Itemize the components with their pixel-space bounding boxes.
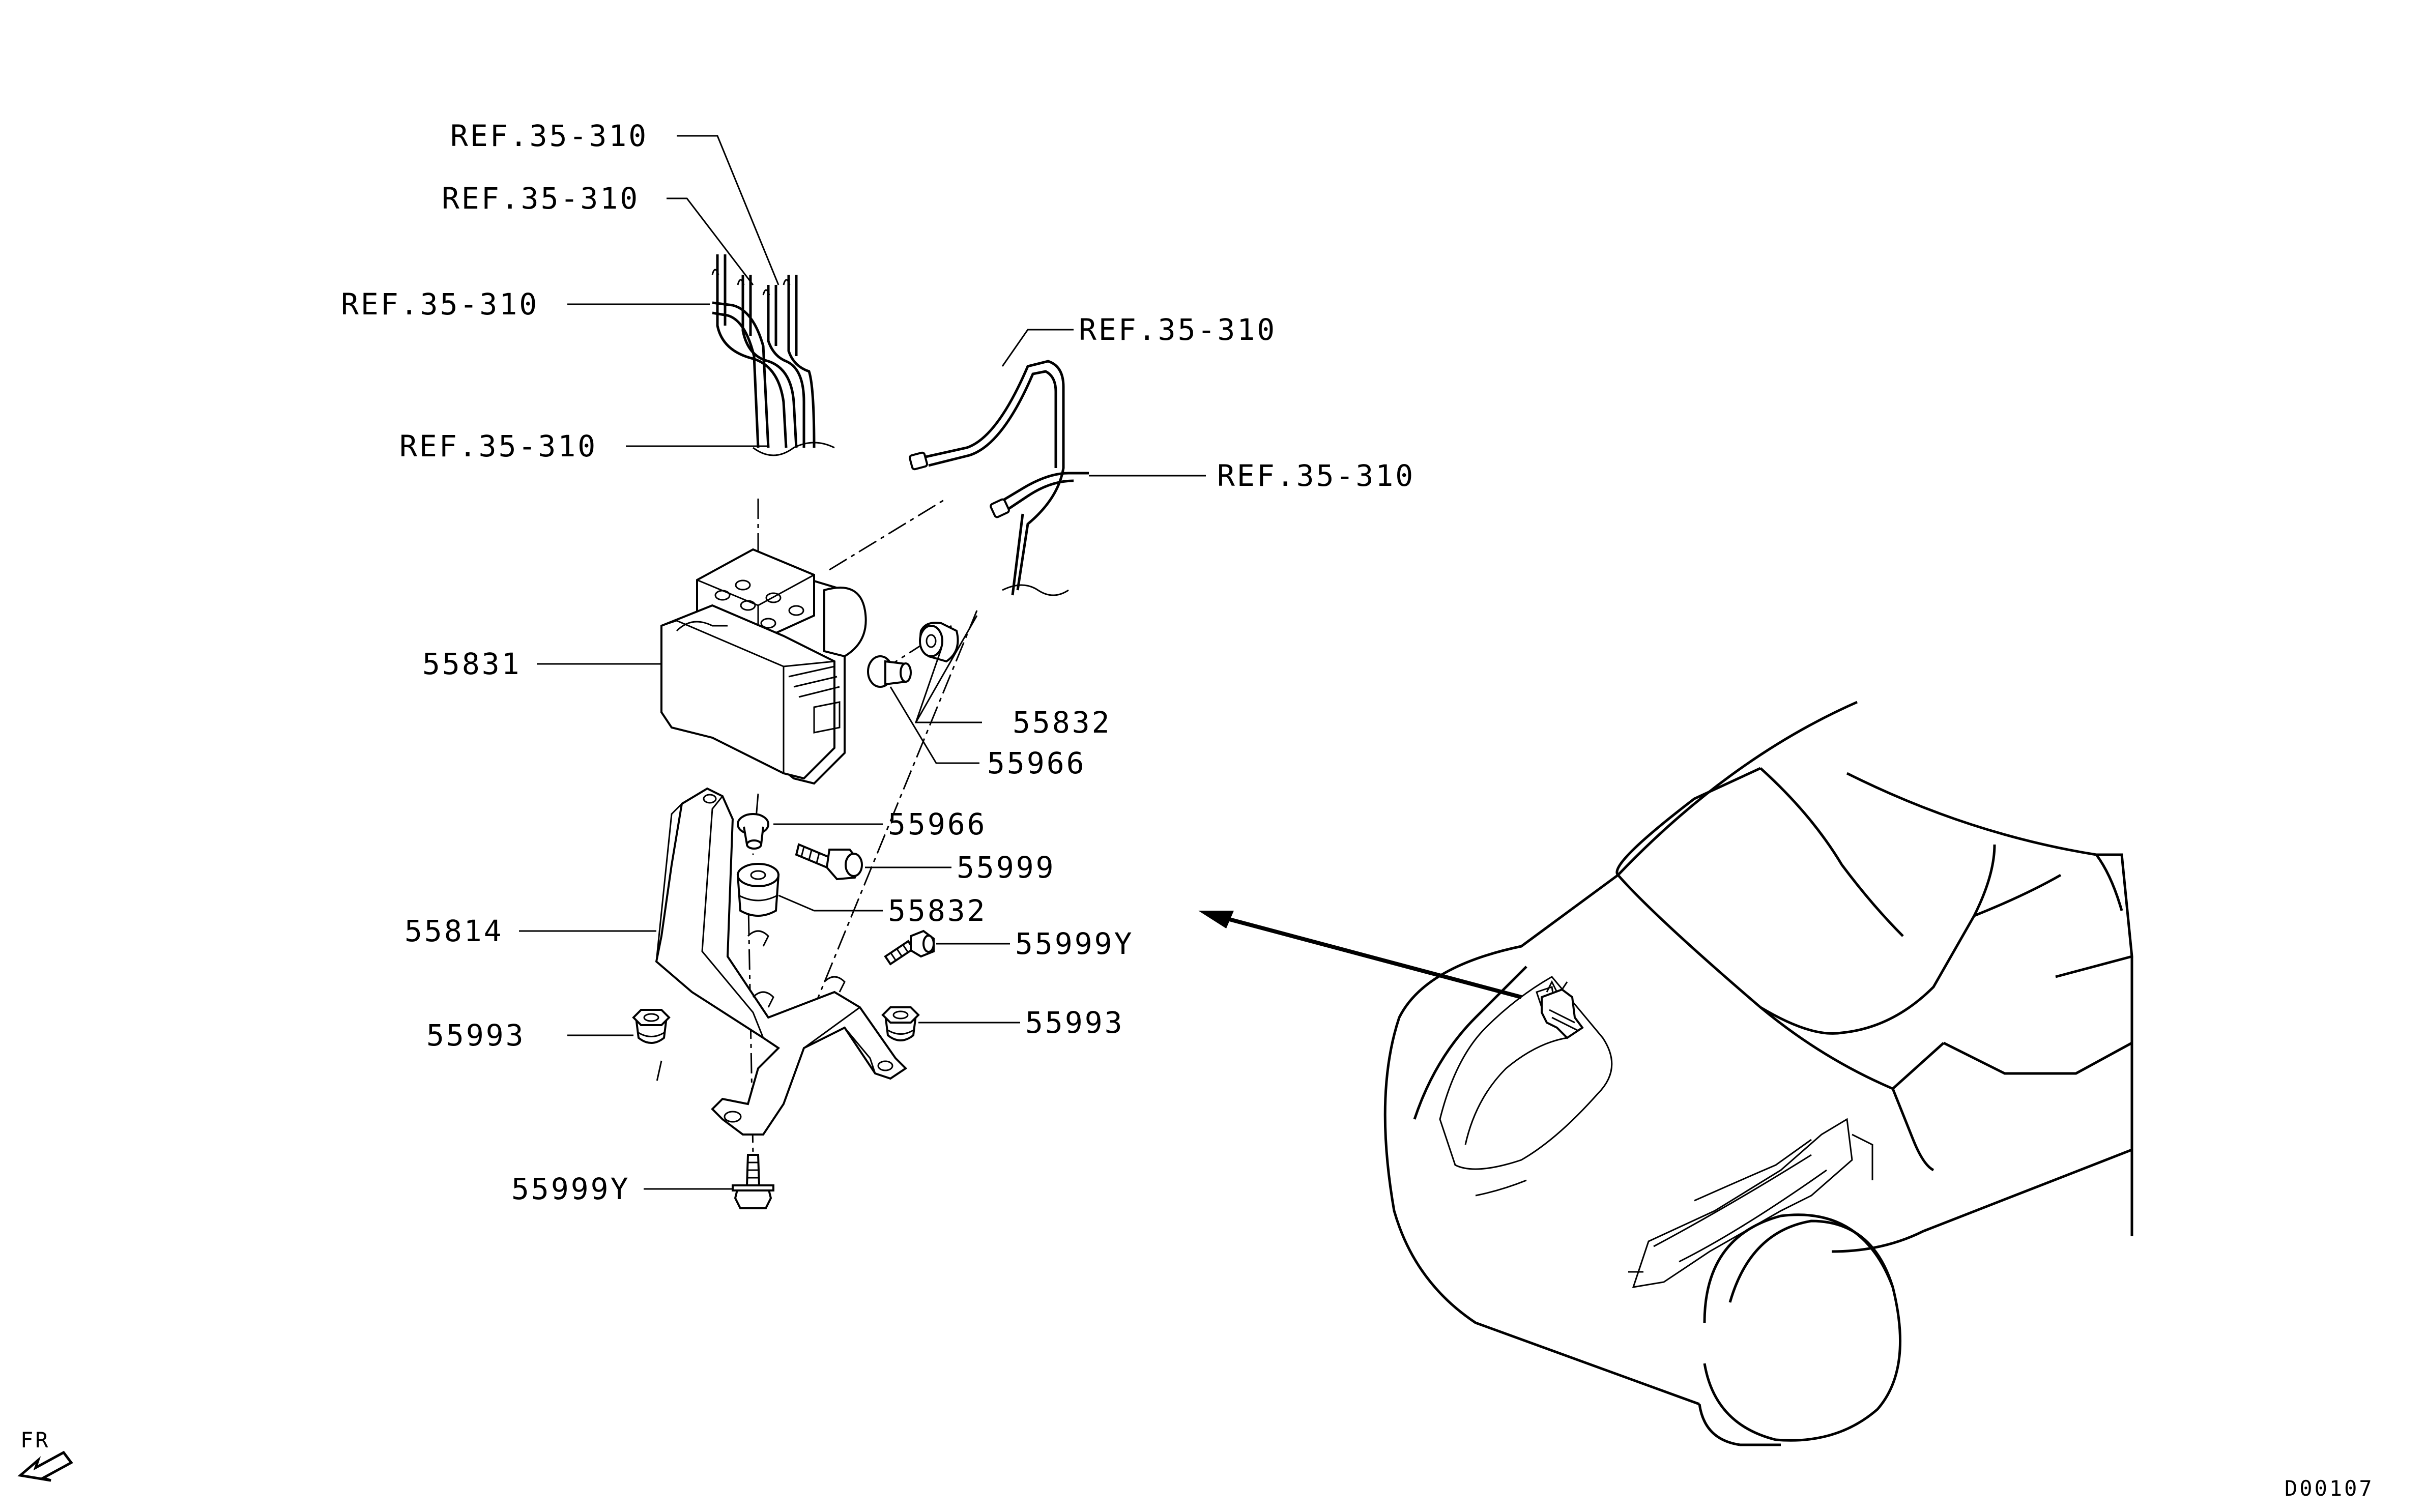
part-55832-label-lower: 55832 — [888, 893, 987, 928]
part-55814-label: 55814 — [405, 914, 504, 948]
ref-leaders — [567, 135, 1206, 477]
location-arrow — [1198, 911, 1522, 999]
nut-55993-left — [632, 1009, 671, 1044]
bracket-55814 — [655, 787, 908, 1136]
ref-label-4: REF.35-310 — [399, 429, 597, 463]
part-55966-label-upper: 55966 — [987, 746, 1086, 780]
abs-actuator-55831 — [660, 548, 867, 785]
bolt-55999Y-upper — [884, 929, 935, 966]
part-55832-label-upper: 55832 — [1013, 705, 1112, 740]
bolt-55999Y-lower — [732, 1154, 774, 1209]
part-55999Y-label-upper: 55999Y — [1015, 926, 1134, 961]
grommet-55832-lower — [736, 863, 780, 917]
bolt-55999 — [795, 843, 863, 881]
part-leaders — [519, 615, 1020, 1190]
front-marker-label: FR — [20, 1428, 50, 1452]
part-55831-label: 55831 — [422, 647, 522, 681]
part-55999Y-label-lower: 55999Y — [511, 1172, 630, 1206]
diagram-code: D00107 — [2285, 1476, 2374, 1501]
part-55993-label-right: 55993 — [1025, 1005, 1124, 1040]
collar-55966-lower — [737, 813, 769, 850]
grommet-55832-upper — [919, 622, 959, 663]
nut-55993-right — [881, 1006, 920, 1041]
brake-pipe-right — [909, 360, 1089, 596]
ref-label-6: REF.35-310 — [1217, 458, 1415, 493]
ref-label-5: REF.35-310 — [1079, 312, 1277, 347]
ref-label-1: REF.35-310 — [450, 119, 648, 153]
vehicle-outline — [1383, 701, 2133, 1446]
ref-label-2: REF.35-310 — [442, 181, 640, 216]
brake-pipe-bundle — [711, 254, 835, 456]
part-55966-label-lower: 55966 — [888, 807, 987, 841]
part-55999-label: 55999 — [957, 850, 1056, 885]
collar-55966-upper — [867, 655, 912, 688]
front-direction-icon — [17, 1450, 73, 1482]
ref-label-3: REF.35-310 — [341, 287, 539, 322]
part-55993-label-left: 55993 — [426, 1018, 526, 1053]
